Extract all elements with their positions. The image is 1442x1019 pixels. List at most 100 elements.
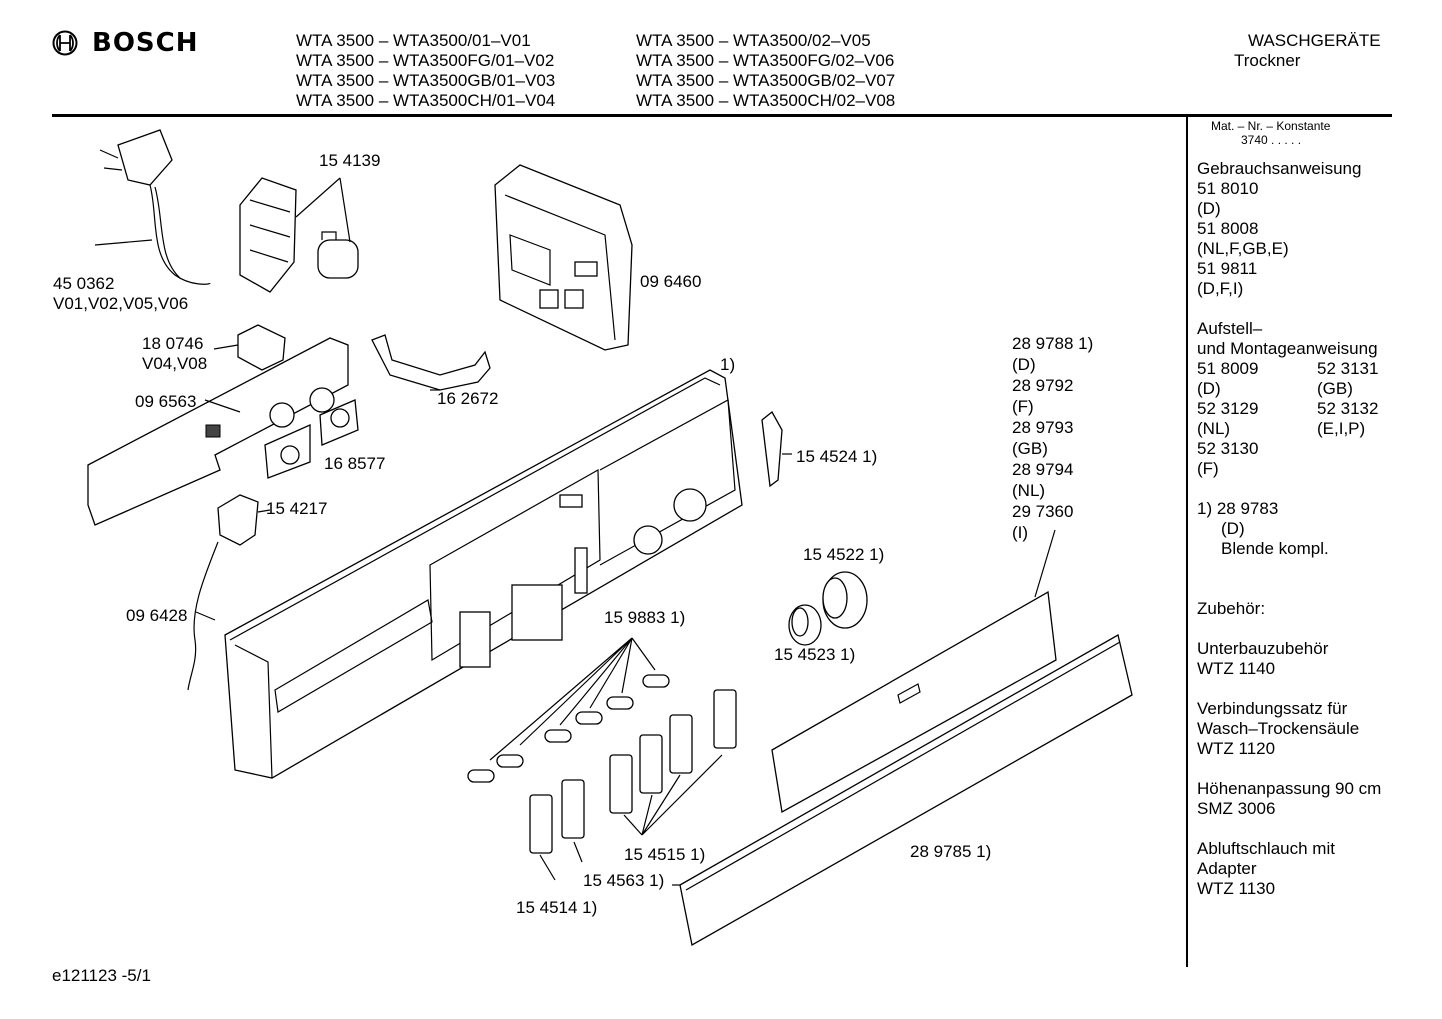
overlay-code: 28 9794 <box>1012 460 1074 479</box>
install-cell: 52 3129 <box>1197 399 1259 418</box>
install-cell: (F) <box>1197 459 1219 478</box>
overlay-code: (NL) <box>1012 481 1046 500</box>
part-label: V04,V08 <box>142 354 208 373</box>
install-row: 52 3129 52 3132 <box>1197 399 1437 419</box>
manual-line: 51 8008 <box>1197 219 1259 238</box>
brand-block: BOSCH <box>52 28 199 58</box>
install-cell: (GB) <box>1317 379 1353 398</box>
document-id: e121123 -5/1 <box>52 966 151 985</box>
install-title: Aufstell– <box>1197 319 1263 338</box>
power-cable-drawing <box>94 129 211 285</box>
install-cell: 52 3132 <box>1317 399 1379 418</box>
part-label: 45 0362 <box>53 274 115 293</box>
install-title: und Montageanweisung <box>1197 339 1378 358</box>
install-cell: 51 8009 <box>1197 359 1259 378</box>
manual-title: Gebrauchsanweisung <box>1197 159 1362 178</box>
part-label: 18 0746 <box>142 334 204 353</box>
install-row: 52 3130 <box>1197 439 1437 459</box>
part-label: 28 9785 1) <box>910 842 992 861</box>
model-line: WTA 3500 – WTA3500/01–V01 <box>296 31 531 50</box>
install-row: (NL)(E,I,P) <box>1197 419 1437 439</box>
part-label: 15 4522 1) <box>803 545 885 564</box>
part-label: 15 4514 1) <box>516 898 598 917</box>
part-label: 15 4217 <box>266 499 328 518</box>
ribbon-cable-drawing <box>371 334 491 391</box>
install-cell <box>1317 459 1437 479</box>
part-label: 15 4515 1) <box>624 845 706 864</box>
sidebar-divider <box>1186 117 1188 967</box>
model-line: WTA 3500 – WTA3500CH/02–V08 <box>636 91 896 110</box>
model-line: WTA 3500 – WTA3500FG/02–V06 <box>636 51 895 70</box>
overlay-code: (F) <box>1012 397 1034 416</box>
bracket-drawing <box>761 411 792 488</box>
overlay-code: (GB) <box>1012 439 1048 458</box>
model-list-right: WTA 3500 – WTA3500/02–V05 WTA 3500 – WTA… <box>636 31 895 111</box>
part-label: 09 6460 <box>640 272 702 291</box>
part-label: 09 6563 <box>135 392 197 411</box>
overlay-code: 28 9793 <box>1012 418 1074 437</box>
part-label: 09 6428 <box>126 606 188 625</box>
accessory-line: Unterbauzubehör <box>1197 639 1329 658</box>
install-cell: 52 3130 <box>1197 439 1259 458</box>
accessory-line: SMZ 3006 <box>1197 799 1276 818</box>
manual-line: 51 8010 <box>1197 179 1259 198</box>
relay-drawing <box>213 324 286 371</box>
subcategory-title: Trockner <box>1234 51 1301 70</box>
part-label: 15 4139 <box>319 151 381 170</box>
model-list-left: WTA 3500 – WTA3500/01–V01 WTA 3500 – WTA… <box>296 31 555 111</box>
manual-line: (D,F,I) <box>1197 279 1244 298</box>
part-label: 15 9883 1) <box>604 608 686 627</box>
push-buttons-drawing <box>529 689 737 881</box>
accessory-line: Wasch–Trockensäule <box>1197 719 1360 738</box>
part-label: V01,V02,V05,V06 <box>53 294 189 313</box>
lamp-socket-drawing <box>187 494 271 691</box>
part-label: 15 4563 1) <box>583 871 665 890</box>
part-label: 16 2672 <box>437 389 499 408</box>
overlay-code: 29 7360 <box>1012 502 1074 521</box>
install-cell: 52 3131 <box>1317 359 1379 378</box>
overlay-code: (I) <box>1012 523 1029 542</box>
front-strip-drawing <box>672 634 1133 947</box>
overlay-code: (D) <box>1012 355 1036 374</box>
brand-name: BOSCH <box>92 28 199 58</box>
circuit-board-drawing <box>87 337 359 526</box>
install-cell: (NL) <box>1197 419 1231 438</box>
overlay-code: 28 9788 1) <box>1012 334 1094 353</box>
sidebar: Mat. – Nr. – Konstante 3740 . . . . . Ge… <box>1197 119 1437 899</box>
model-line: WTA 3500 – WTA3500FG/01–V02 <box>296 51 555 70</box>
note-line: 1) 28 9783 <box>1197 499 1279 518</box>
overlay-code: 28 9792 <box>1012 376 1074 395</box>
category-title: WASCHGERÄTE <box>1248 31 1381 50</box>
switch-part-drawing <box>239 177 359 293</box>
exploded-parts-diagram <box>87 129 1133 947</box>
mat-value: 3740 . . . . . <box>1241 133 1302 147</box>
mat-label: Mat. – Nr. – Konstante <box>1211 119 1331 133</box>
install-row: (F) <box>1197 459 1437 479</box>
manual-line: (NL,F,GB,E) <box>1197 239 1289 258</box>
knobs-drawing <box>788 571 868 646</box>
control-module-drawing <box>494 164 633 351</box>
overlay-panel-drawing <box>771 529 1057 814</box>
accessories-title: Zubehör: <box>1197 599 1266 618</box>
install-row: 51 8009 52 3131 <box>1197 359 1437 379</box>
note-line: (D) <box>1221 519 1245 538</box>
model-line: WTA 3500 – WTA3500GB/01–V03 <box>296 71 556 90</box>
install-cell <box>1317 439 1437 459</box>
model-line: WTA 3500 – WTA3500GB/02–V07 <box>636 71 896 90</box>
accessory-line: Höhenanpassung 90 cm <box>1197 779 1382 798</box>
bosch-logo-icon <box>52 30 78 56</box>
control-panel-drawing <box>224 369 743 779</box>
model-line: WTA 3500 – WTA3500CH/01–V04 <box>296 91 556 110</box>
install-cell: (D) <box>1197 379 1221 398</box>
install-row: (D) (GB) <box>1197 379 1437 399</box>
overlay-code-list: 28 9788 1) (D) 28 9792 (F) 28 9793 (GB) … <box>1012 334 1093 543</box>
note-line: Blende kompl. <box>1221 539 1329 558</box>
model-line: WTA 3500 – WTA3500/02–V05 <box>636 31 871 50</box>
manual-line: 51 9811 <box>1197 259 1258 278</box>
part-label: 16 8577 <box>324 454 386 473</box>
part-label: 15 4523 1) <box>774 645 856 664</box>
accessory-line: Abluftschlauch mit <box>1197 839 1335 858</box>
part-label: 15 4524 1) <box>796 447 878 466</box>
accessory-line: Adapter <box>1197 859 1257 878</box>
accessory-line: WTZ 1140 <box>1197 659 1276 678</box>
